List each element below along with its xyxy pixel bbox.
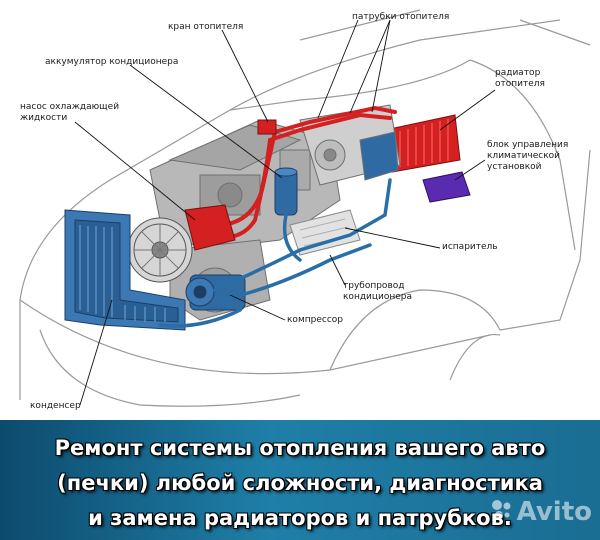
label-climate-control: блок управления климатической установкой	[487, 140, 569, 172]
ac-accumulator	[274, 167, 298, 216]
avito-logo-icon	[491, 498, 513, 528]
cooling-fan	[127, 217, 193, 283]
label-compressor: компрессор	[287, 315, 343, 325]
watermark-text: Avito	[516, 497, 592, 527]
banner-line-2: (печки) любой сложности, диагностика	[57, 471, 543, 495]
condenser	[64, 209, 186, 331]
label-heater-pipes: патрубки отопителя	[352, 12, 450, 22]
label-ac-accumulator: аккумулятор кондиционера	[45, 57, 179, 67]
label-heater-radiator: радиатор отопителя	[495, 68, 545, 89]
climate-control-unit	[422, 171, 471, 203]
heater-valve	[257, 119, 277, 135]
label-coolant-pump: насос охлаждающей жидкости	[20, 102, 120, 123]
banner-line-3: и замена радиаторов и патрубков.	[88, 506, 512, 530]
label-evaporator: испаритель	[442, 242, 498, 252]
car-body-outline	[19, 9, 591, 407]
coolant-pump	[184, 204, 236, 251]
ac-lines	[158, 178, 392, 328]
promo-banner: Ремонт системы отопления вашего авто (пе…	[0, 420, 600, 540]
leader-lines	[74, 19, 496, 406]
car-climate-diagram: кран отопителя патрубки отопителя аккуму…	[19, 9, 591, 411]
label-ac-pipeline: трубопровод кондиционера	[343, 281, 413, 302]
label-heater-valve: кран отопителя	[168, 22, 244, 32]
avito-watermark: Avito	[491, 497, 592, 528]
label-condenser: конденсер	[30, 401, 81, 411]
banner-line-1: Ремонт системы отопления вашего авто	[54, 436, 546, 460]
diagram-drawing	[19, 9, 591, 407]
